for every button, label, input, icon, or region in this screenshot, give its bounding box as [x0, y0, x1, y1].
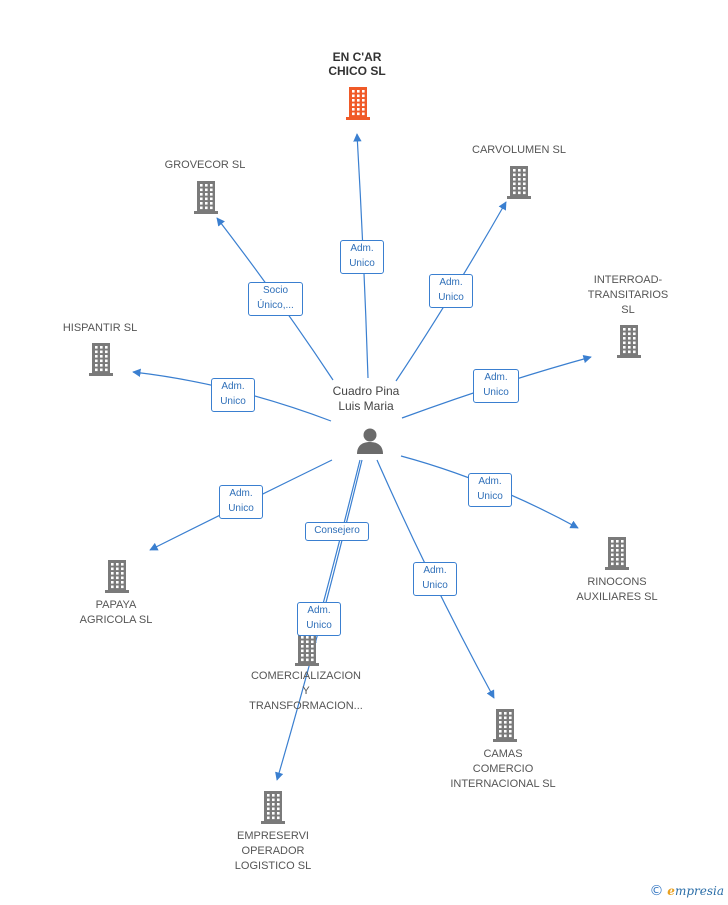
company-node[interactable]	[260, 790, 286, 829]
building-icon	[507, 166, 531, 199]
building-icon	[346, 87, 370, 120]
building-icon	[295, 633, 319, 666]
relation-label[interactable]: Adm. Unico	[340, 240, 384, 274]
building-icon	[493, 709, 517, 742]
relation-label[interactable]: Consejero	[305, 522, 369, 541]
building-icon	[605, 537, 629, 570]
company-name[interactable]: PAPAYA AGRICOLA SL	[79, 599, 153, 626]
company-node[interactable]	[616, 324, 642, 363]
relation-label[interactable]: Adm. Unico	[468, 473, 512, 507]
building-icon	[89, 343, 113, 376]
building-icon	[194, 181, 218, 214]
building-icon	[105, 560, 129, 593]
relation-label[interactable]: Adm. Unico	[219, 485, 263, 519]
relation-label[interactable]: Adm. Unico	[211, 378, 255, 412]
brand-name: mpresia	[674, 884, 724, 898]
copyright-symbol: ©	[649, 883, 664, 899]
relation-label[interactable]: Adm. Unico	[473, 369, 519, 403]
relation-label[interactable]: Adm. Unico	[429, 274, 473, 308]
company-node[interactable]	[506, 165, 532, 204]
company-name[interactable]: EN C'AR CHICO SL	[328, 50, 386, 78]
company-name[interactable]: CAMAS COMERCIO INTERNACIONAL SL	[450, 748, 556, 790]
person-icon	[357, 428, 383, 454]
company-node[interactable]	[345, 86, 371, 125]
company-node[interactable]	[294, 632, 320, 671]
center-person-name[interactable]: Cuadro Pina Luis Maria	[332, 384, 400, 413]
company-node[interactable]	[492, 708, 518, 747]
relation-label[interactable]: Adm. Unico	[297, 602, 341, 636]
company-node[interactable]	[104, 559, 130, 598]
company-name[interactable]: CARVOLUMEN SL	[472, 144, 566, 156]
company-node[interactable]	[193, 180, 219, 219]
person-node[interactable]	[355, 425, 385, 455]
company-name[interactable]: COMERCIALIZACION Y TRANSFORMACION...	[249, 670, 363, 712]
relation-label[interactable]: Socio Único,...	[248, 282, 303, 316]
company-name[interactable]: EMPRESERVI OPERADOR LOGISTICO SL	[234, 830, 312, 872]
relation-label[interactable]: Adm. Unico	[413, 562, 457, 596]
company-name[interactable]: GROVECOR SL	[164, 159, 246, 171]
company-name[interactable]: RINOCONS AUXILIARES SL	[576, 576, 658, 603]
brand-initial: e	[667, 884, 675, 898]
company-name[interactable]: HISPANTIR SL	[62, 322, 138, 334]
empresia-logo: © empresia	[649, 883, 724, 899]
company-node[interactable]	[88, 342, 114, 381]
building-icon	[617, 325, 641, 358]
building-icon	[261, 791, 285, 824]
company-node[interactable]	[604, 536, 630, 575]
company-name[interactable]: INTERROAD- TRANSITARIOS SL	[587, 274, 669, 316]
